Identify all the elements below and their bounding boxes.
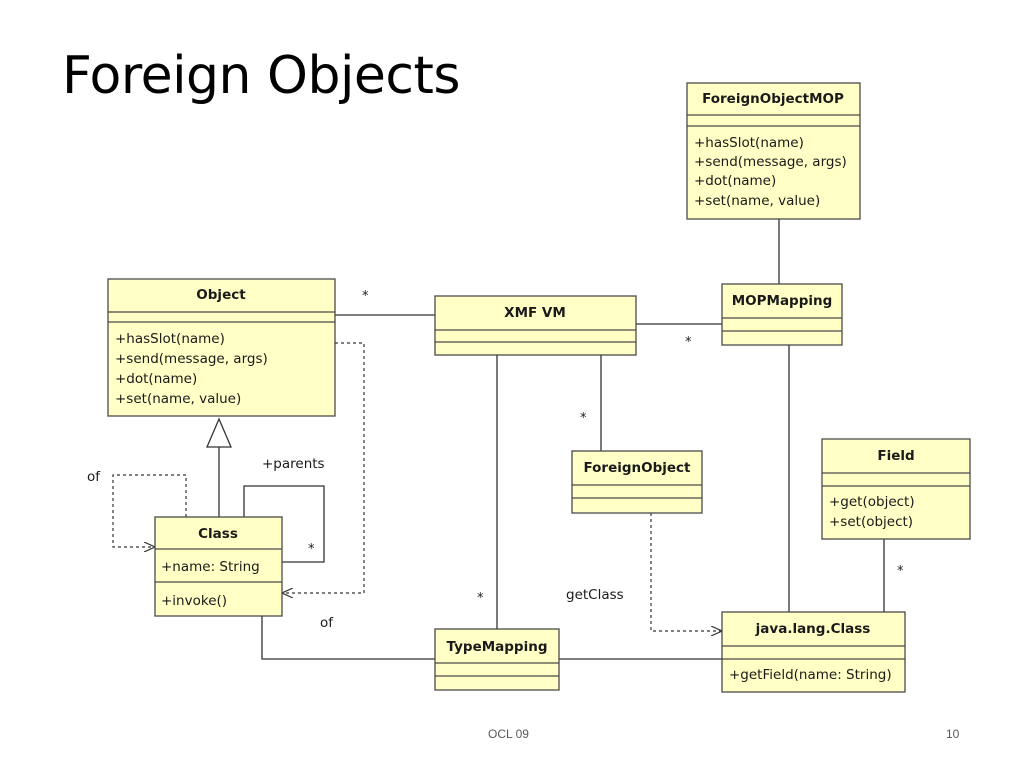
mult-object-xmfvm: * [362, 289, 369, 304]
class-foreign-object-mop-name: ForeignObjectMOP [702, 91, 844, 107]
class-type-mapping: TypeMapping [434, 628, 560, 691]
class-mop-mapping-name: MOPMapping [732, 293, 833, 309]
member-dot: +dot(name) [694, 173, 776, 189]
footer-conference: OCL 09 [488, 727, 529, 741]
class-field-name: Field [877, 448, 914, 464]
class-mop-mapping: MOPMapping [721, 283, 843, 346]
class-foreign-object-name: ForeignObject [583, 460, 691, 476]
class-class-name: Class [198, 526, 238, 542]
class-class: Class +name: String +invoke() [154, 516, 283, 617]
class-xmf-vm: XMF VM [434, 295, 637, 356]
member-set: +set(name, value) [694, 193, 820, 209]
class-object-name: Object [196, 287, 246, 303]
member-send: +send(message, args) [694, 154, 847, 170]
assoc-class-parents [243, 485, 325, 563]
class-java-lang-class-name: java.lang.Class [755, 621, 871, 637]
member-get: +get(object) [829, 494, 915, 510]
dependency-class-of-self [112, 474, 187, 547]
slide-title: Foreign Objects [62, 46, 461, 106]
member-send: +send(message, args) [115, 351, 268, 367]
operation-getfield: +getField(name: String) [729, 667, 892, 683]
attribute-name: +name: String [161, 559, 260, 575]
member-set: +set(name, value) [115, 391, 241, 407]
member-set: +set(object) [829, 514, 913, 530]
label-parents: +parents [262, 456, 325, 472]
label-of-self: of [87, 469, 101, 485]
class-java-lang-class: java.lang.Class +getField(name: String) [721, 611, 906, 693]
class-foreign-object: ForeignObject [571, 450, 703, 514]
mult-xmfvm-mopmapping: * [685, 335, 692, 350]
mult-field-javaclass: * [897, 564, 904, 579]
label-getclass: getClass [566, 587, 624, 603]
class-xmf-vm-name: XMF VM [504, 305, 566, 321]
dependency-object-of-class [282, 342, 365, 593]
member-dot: +dot(name) [115, 371, 197, 387]
mult-class-parents: * [308, 542, 315, 557]
footer-page-number: 10 [946, 727, 960, 741]
operation-invoke: +invoke() [161, 593, 227, 609]
generalization-arrowhead [206, 417, 232, 448]
member-hasslot: +hasSlot(name) [115, 331, 225, 347]
class-object: Object +hasSlot(name) +send(message, arg… [107, 278, 336, 417]
label-of-object: of [320, 615, 334, 631]
class-type-mapping-name: TypeMapping [447, 639, 548, 655]
mult-xmfvm-typemapping: * [477, 591, 484, 606]
assoc-class-typemapping [261, 616, 435, 660]
class-foreign-object-mop: ForeignObjectMOP +hasSlot(name) +send(me… [686, 82, 861, 220]
member-hasslot: +hasSlot(name) [694, 135, 804, 151]
class-field: Field +get(object) +set(object) [821, 438, 971, 540]
mult-xmfvm-foreignobject: * [580, 411, 587, 426]
dependency-getclass [650, 513, 722, 631]
